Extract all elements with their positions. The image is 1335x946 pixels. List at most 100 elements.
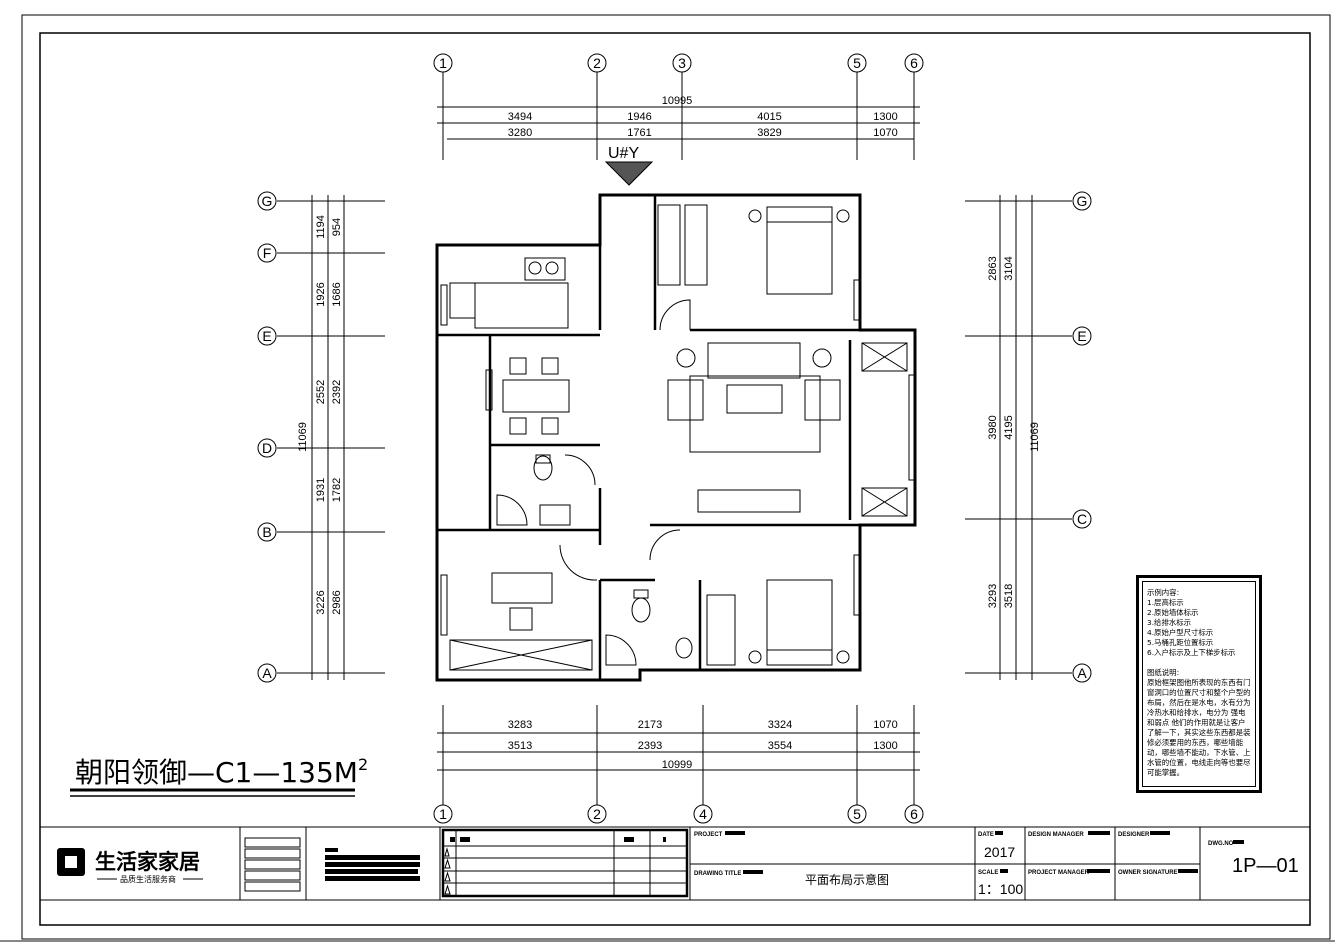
axis-label: 2 — [593, 55, 601, 71]
dimension-label: 11069 — [297, 422, 309, 452]
axis-bubble — [1072, 326, 1092, 346]
axis-bubble — [257, 522, 277, 542]
dimension-label: 1300 — [873, 740, 897, 752]
bedroom-bottom — [706, 579, 850, 666]
axis-bubble — [257, 191, 277, 211]
dimension-label: 1686 — [331, 282, 343, 306]
owner-signature-label: OWNER SIGNATURE — [1118, 870, 1178, 876]
legend-item: 3.给排水标示 — [1147, 618, 1192, 627]
dimension-label: 3280 — [508, 127, 532, 139]
axis-bubble — [1072, 509, 1092, 529]
dimension-label: 3283 — [508, 719, 532, 731]
entry-arrow — [604, 161, 654, 186]
legend-item: 4.原始户型尺寸标示 — [1147, 628, 1214, 637]
dwg-no-value: 1P—01 — [1232, 855, 1299, 877]
axis-label: 5 — [853, 55, 861, 71]
axis-label: E — [1077, 328, 1086, 344]
floor-plan — [435, 161, 917, 682]
axis-bubble — [847, 804, 867, 824]
revision-triangles — [444, 847, 451, 895]
axis-label: 5 — [853, 806, 861, 822]
axis-bubble — [433, 53, 453, 73]
axis-label: E — [262, 328, 271, 344]
bathroom-fixtures — [496, 454, 693, 666]
axis-bubble — [257, 243, 277, 263]
axis-bubble — [672, 53, 692, 73]
dwg-no-label: DWG.NO — [1208, 841, 1234, 847]
axis-bubble — [1072, 191, 1092, 211]
dimension-label: 1300 — [873, 111, 897, 123]
dimension-label: 10999 — [662, 759, 693, 771]
dimension-label: 3494 — [508, 111, 532, 123]
designer-label: DESIGNER — [1118, 832, 1150, 838]
scale-value: 1：100 — [978, 881, 1023, 897]
scale-label: SCALE — [978, 870, 998, 876]
dimension-label: 3554 — [768, 740, 792, 752]
entry-label: U#Y — [608, 145, 639, 162]
notes-text: 原始框架图他所表现的东西有门窗洞口的位置尺寸和整个户型的布局，然后在是水电，水有… — [1147, 678, 1251, 777]
dimension-label: 3513 — [508, 740, 532, 752]
brand-slogan: 品质生活服务商 — [120, 874, 176, 884]
axis-label: 1 — [439, 806, 447, 822]
notes-heading: 图纸说明: — [1147, 668, 1180, 677]
dimension-label: 2392 — [331, 380, 343, 404]
dimension-label: 3980 — [987, 415, 999, 439]
brand-name: 生活家家居 — [95, 850, 200, 874]
kitchen — [449, 257, 569, 329]
legend-box: 示例内容: 1.层高标示 2.原始墙体标示 3.给排水标示 4.原始户型尺寸标示… — [1136, 575, 1262, 793]
project-manager-label: PROJECT MANAGER — [1028, 870, 1090, 876]
legend-item: 6.入户标示及上下梯步标示 — [1147, 648, 1236, 657]
axis-bubble — [1072, 663, 1092, 683]
interior-walls — [437, 195, 860, 680]
axis-bubble — [257, 663, 277, 683]
axis-label: A — [1077, 665, 1087, 681]
dimension-label: 2986 — [331, 590, 343, 614]
dimension-label: 3104 — [1003, 256, 1015, 280]
axis-bubble — [433, 804, 453, 824]
design-manager-label: DESIGN MANAGER — [1028, 832, 1084, 838]
dimension-label: 954 — [331, 218, 343, 236]
axis-label: G — [1077, 193, 1088, 209]
dimension-label: 11069 — [1029, 422, 1041, 452]
axis-label: G — [262, 193, 273, 209]
dimension-label: 2173 — [638, 719, 662, 731]
dimension-label: 1070 — [873, 719, 897, 731]
axis-label: A — [262, 665, 272, 681]
project-label: PROJECT — [694, 832, 723, 838]
date-label: DATE — [978, 832, 994, 838]
axis-label: 6 — [910, 55, 918, 71]
dimension-label: 1070 — [873, 127, 897, 139]
legend-item: 2.原始墙体标示 — [1147, 608, 1199, 617]
dimension-label: 2863 — [987, 256, 999, 280]
axis-label: 1 — [439, 55, 447, 71]
dimension-label: 1194 — [315, 215, 327, 239]
axis-bubble — [847, 53, 867, 73]
bedroom-top — [657, 204, 850, 295]
axis-bubble — [257, 438, 277, 458]
brand-logo: 生活家家居 品质生活服务商 — [57, 848, 203, 884]
axis-bubble — [904, 804, 924, 824]
dimension-label: 1926 — [315, 282, 327, 306]
date-value: 2017 — [984, 844, 1015, 860]
drawing-title: 平面布局示意图 — [805, 872, 889, 887]
dimension-label: 10995 — [662, 95, 693, 107]
axis-label: 6 — [910, 806, 918, 822]
dimension-label: 4195 — [1003, 415, 1015, 439]
axis-bubble — [904, 53, 924, 73]
windows — [440, 279, 916, 636]
dimension-label: 4015 — [757, 111, 781, 123]
axis-label: F — [263, 245, 272, 261]
dimension-label: 1946 — [627, 111, 651, 123]
outer-border — [21, 14, 1331, 940]
axis-label: 4 — [699, 806, 707, 822]
dimension-label: 1931 — [315, 478, 327, 502]
axis-label: 2 — [593, 806, 601, 822]
dimension-label: 3518 — [1003, 584, 1015, 608]
dimension-label: 1761 — [627, 127, 651, 139]
legend-item: 1.层高标示 — [1147, 598, 1184, 607]
dimension-label: 2552 — [315, 380, 327, 404]
exterior-wall — [435, 193, 917, 682]
study — [449, 342, 908, 671]
dimension-label: 1782 — [331, 478, 343, 502]
